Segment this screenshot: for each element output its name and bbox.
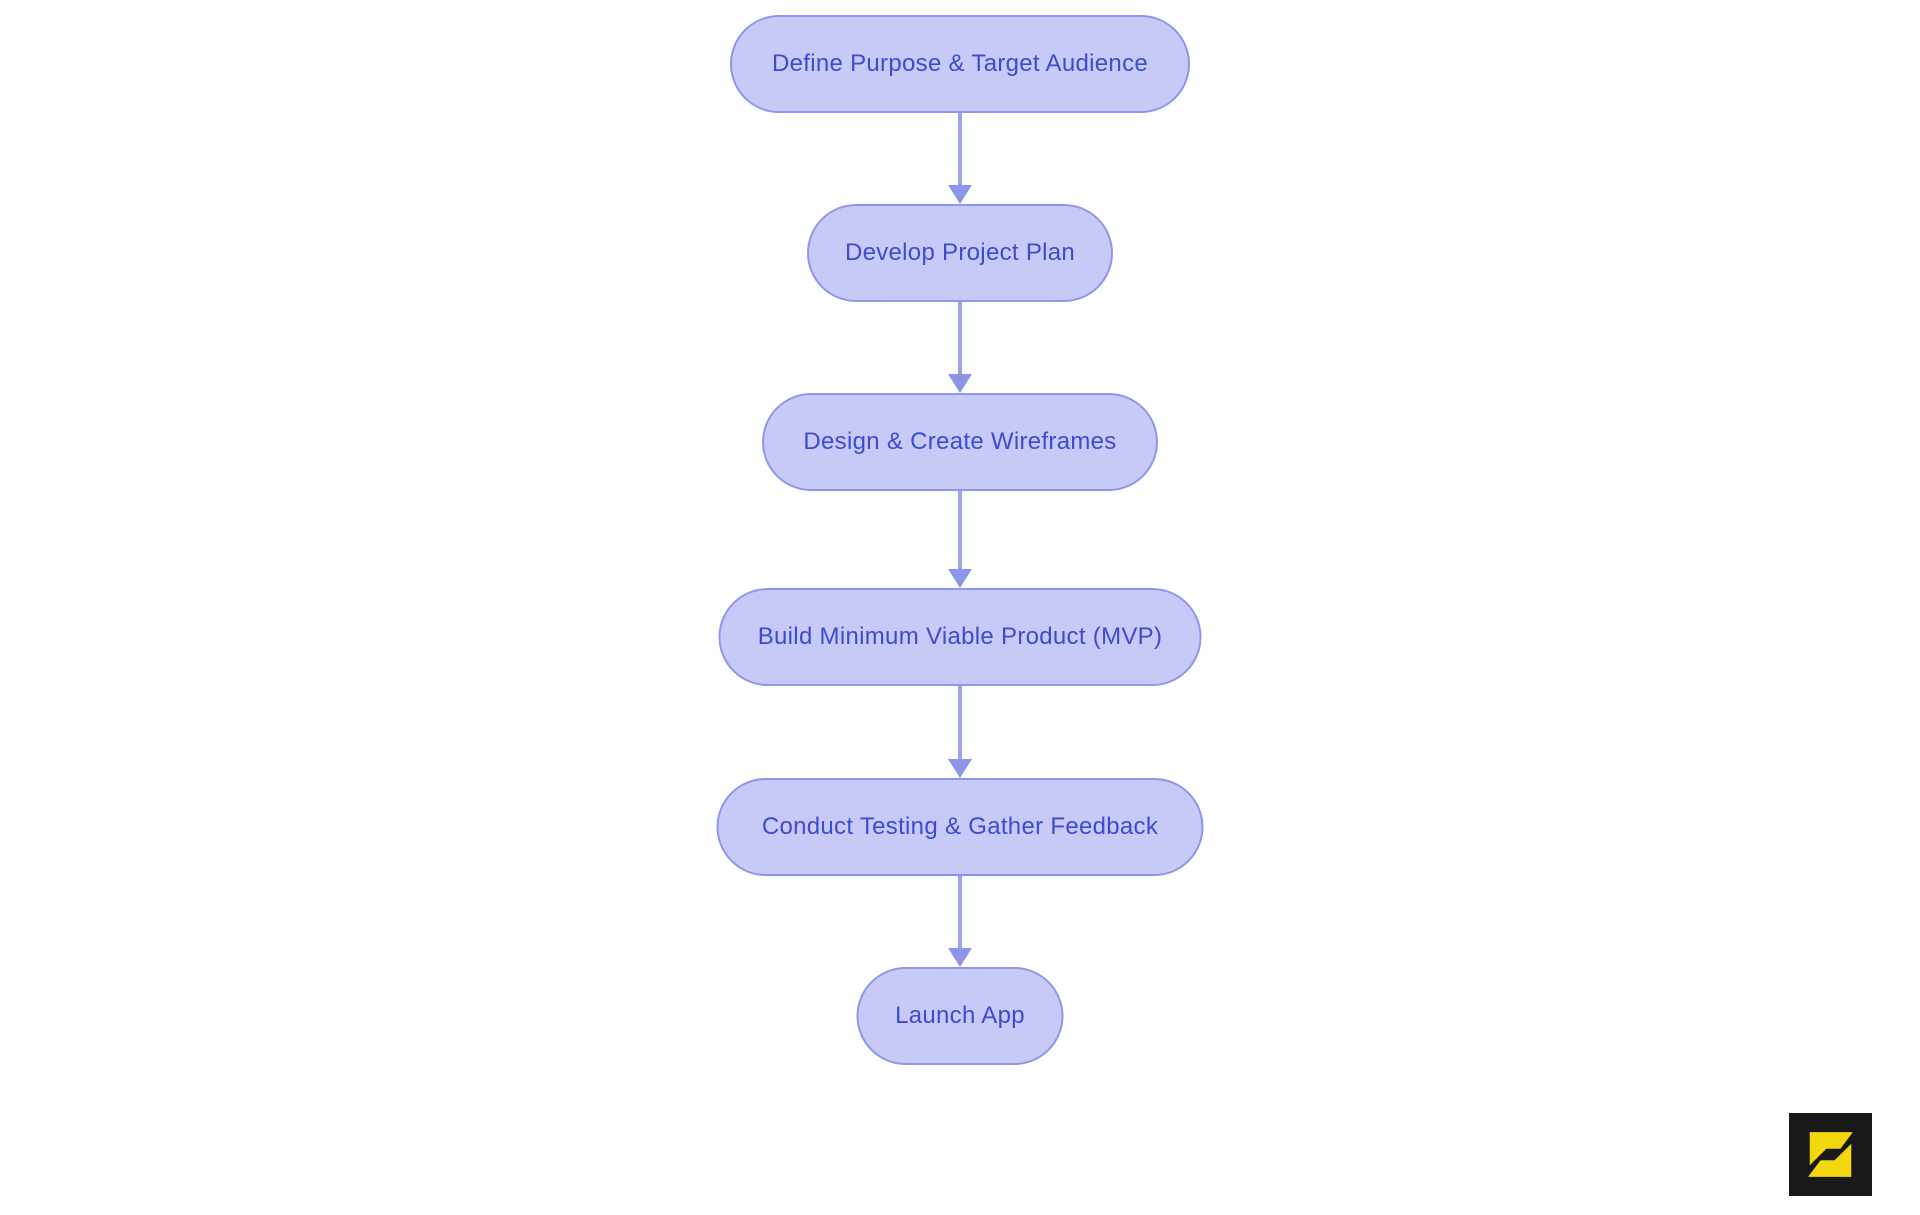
logo-s-lower-stroke — [1808, 1143, 1852, 1177]
arrow-head-icon — [948, 185, 972, 204]
flow-node-launch-app: Launch App — [856, 967, 1064, 1065]
arrow-head-icon — [948, 948, 972, 967]
flow-node-conduct-testing: Conduct Testing & Gather Feedback — [716, 778, 1204, 876]
node-label: Conduct Testing & Gather Feedback — [761, 813, 1159, 840]
node-label: Define Purpose & Target Audience — [771, 50, 1149, 77]
flow-arrow-4 — [947, 686, 973, 778]
node-label: Develop Project Plan — [844, 239, 1076, 266]
arrow-line — [958, 876, 962, 948]
flow-node-develop-plan: Develop Project Plan — [807, 204, 1113, 302]
node-label: Launch App — [895, 1002, 1025, 1029]
flow-arrow-3 — [947, 491, 973, 588]
flow-node-build-mvp: Build Minimum Viable Product (MVP) — [718, 588, 1202, 686]
flow-node-design-wireframes: Design & Create Wireframes — [762, 393, 1158, 491]
arrow-head-icon — [948, 569, 972, 588]
flow-arrow-2 — [947, 302, 973, 393]
logo-background — [1789, 1113, 1872, 1196]
arrow-head-icon — [948, 759, 972, 778]
flow-arrow-5 — [947, 876, 973, 967]
node-label: Build Minimum Viable Product (MVP) — [757, 623, 1163, 650]
node-label: Design & Create Wireframes — [803, 428, 1117, 455]
flow-node-define-purpose: Define Purpose & Target Audience — [730, 15, 1190, 113]
brand-logo — [1789, 1113, 1872, 1196]
arrow-line — [958, 686, 962, 759]
arrow-line — [958, 302, 962, 374]
arrow-line — [958, 491, 962, 569]
flow-arrow-1 — [947, 113, 973, 204]
arrow-head-icon — [948, 374, 972, 393]
arrow-line — [958, 113, 962, 185]
s-logo-icon — [1789, 1113, 1872, 1196]
logo-s-upper-stroke — [1809, 1132, 1853, 1166]
